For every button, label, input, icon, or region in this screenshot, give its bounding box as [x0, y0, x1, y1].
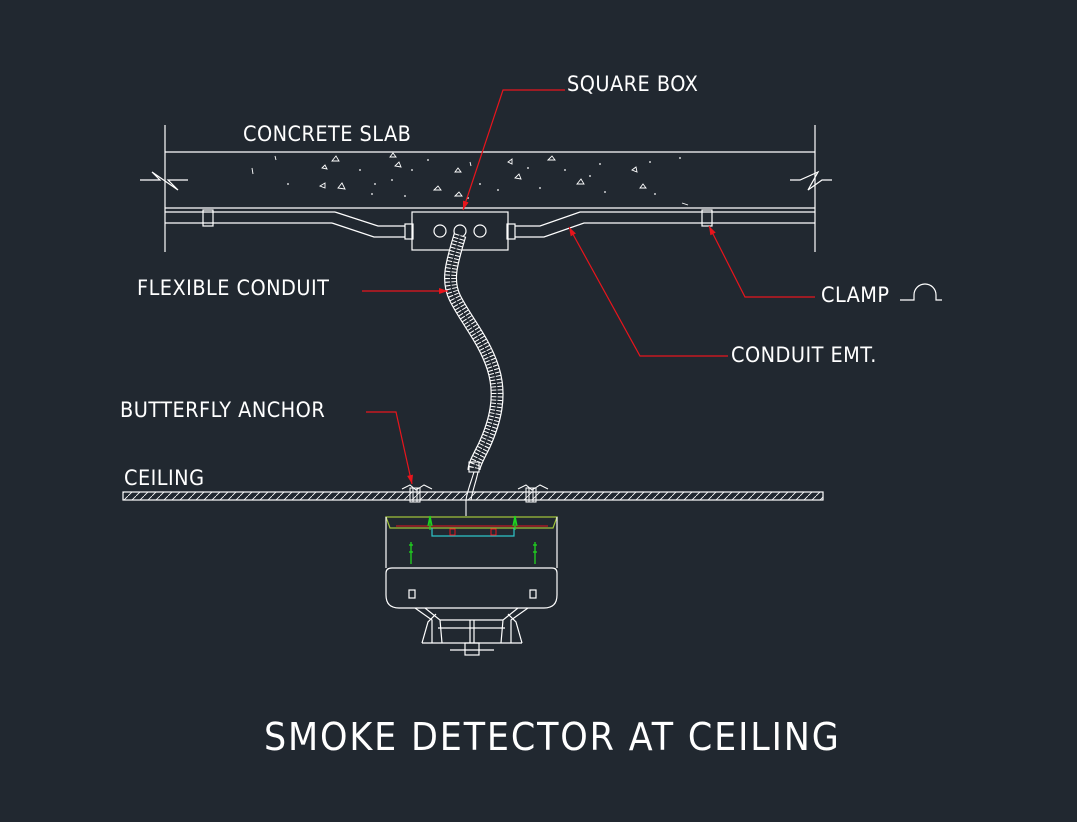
smoke-detector-body — [385, 517, 558, 656]
break-line-right — [790, 170, 832, 191]
ceiling-board — [122, 491, 824, 501]
concrete-dots — [287, 157, 681, 199]
leader-clamp — [708, 225, 815, 298]
label-flexible-conduit: FLEXIBLE CONDUIT — [137, 276, 330, 300]
leader-conduit-emt — [568, 226, 728, 357]
label-concrete-slab: CONCRETE SLAB — [243, 122, 412, 146]
conduit-emt — [165, 211, 815, 240]
omega-clamp-icon — [900, 283, 942, 301]
label-ceiling: CEILING — [124, 466, 205, 490]
flexible-conduit — [444, 233, 504, 473]
detector-mount — [385, 516, 558, 537]
label-butterfly-anchor: BUTTERFLY ANCHOR — [120, 398, 326, 422]
clamp-right — [701, 209, 713, 227]
concrete-aggregate — [251, 152, 689, 206]
butterfly-anchor-left — [401, 484, 433, 503]
leader-butterfly-anchor — [366, 411, 413, 485]
butterfly-anchor-right — [517, 484, 549, 503]
concrete-slab — [140, 125, 832, 252]
break-line-left — [140, 171, 188, 191]
label-square-box: SQUARE BOX — [567, 72, 699, 96]
leader-lines — [362, 89, 815, 485]
detector-base-plate — [431, 528, 515, 537]
leader-square-box — [462, 89, 565, 211]
mounting-screws — [409, 515, 537, 564]
drawing-title: SMOKE DETECTOR AT CEILING — [264, 715, 841, 759]
clamp-left — [202, 209, 214, 227]
label-conduit-emt: CONDUIT EMT. — [731, 343, 877, 367]
label-clamp: CLAMP — [821, 283, 890, 307]
